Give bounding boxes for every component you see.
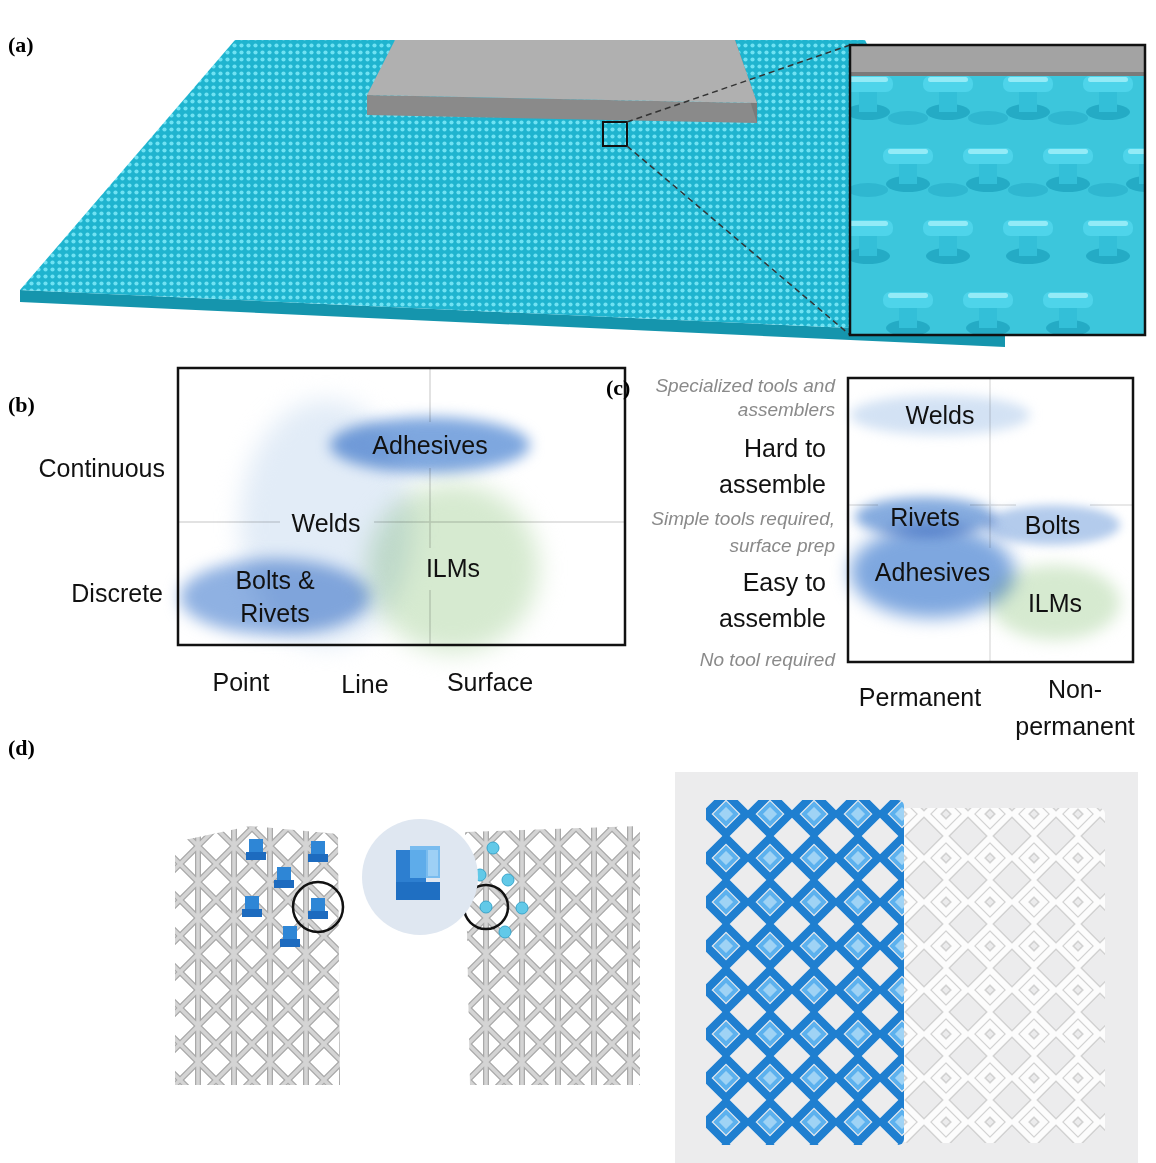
region-label: ILMs [1028,588,1082,618]
axis-label: Discrete [5,578,163,608]
region-label: Bolts [1025,510,1081,540]
region-label: Welds [905,400,974,430]
region-label: Bolts & Rivets [220,564,330,630]
axis-note: No tool required [600,648,835,672]
region-label: ILMs [426,553,480,583]
axis-label: Non-permanent [1010,671,1140,745]
axis-label: Hard to assemble [691,430,826,502]
panel-label: (b) [8,392,68,418]
region-blob: ILMs [367,483,539,653]
axis-label: Easy to assemble [691,564,826,636]
region-label: Adhesives [372,430,487,460]
blob-ellipse [180,559,370,635]
axis-note: Simple tools required, surface prep [600,505,835,559]
region-label: Adhesives [875,557,990,587]
region-blob: Rivets [855,497,995,537]
blob-ellipse [990,565,1120,640]
blob-ellipse [850,395,1030,435]
blob-ellipse [985,505,1120,545]
region-label: Rivets [890,502,959,532]
axis-label: Line [305,669,425,699]
axis-label: Surface [430,667,550,697]
axis-label: Continuous [5,453,165,483]
region-blob: Welds [850,395,1030,435]
axis-label: Permanent [845,682,995,712]
region-label: Welds [291,508,360,538]
region-blob: Bolts & Rivets [180,559,370,635]
panel-label: (d) [8,735,68,761]
axis-note: Specialized tools and assemblers [655,374,835,422]
axis-label: Point [181,667,301,697]
blob-ellipse [855,497,995,537]
blob-ellipse [367,483,539,653]
panel-label: (c) [606,375,646,401]
panel-label: (a) [8,32,68,58]
region-blob: Bolts [985,505,1120,545]
region-blob: ILMs [990,565,1120,640]
